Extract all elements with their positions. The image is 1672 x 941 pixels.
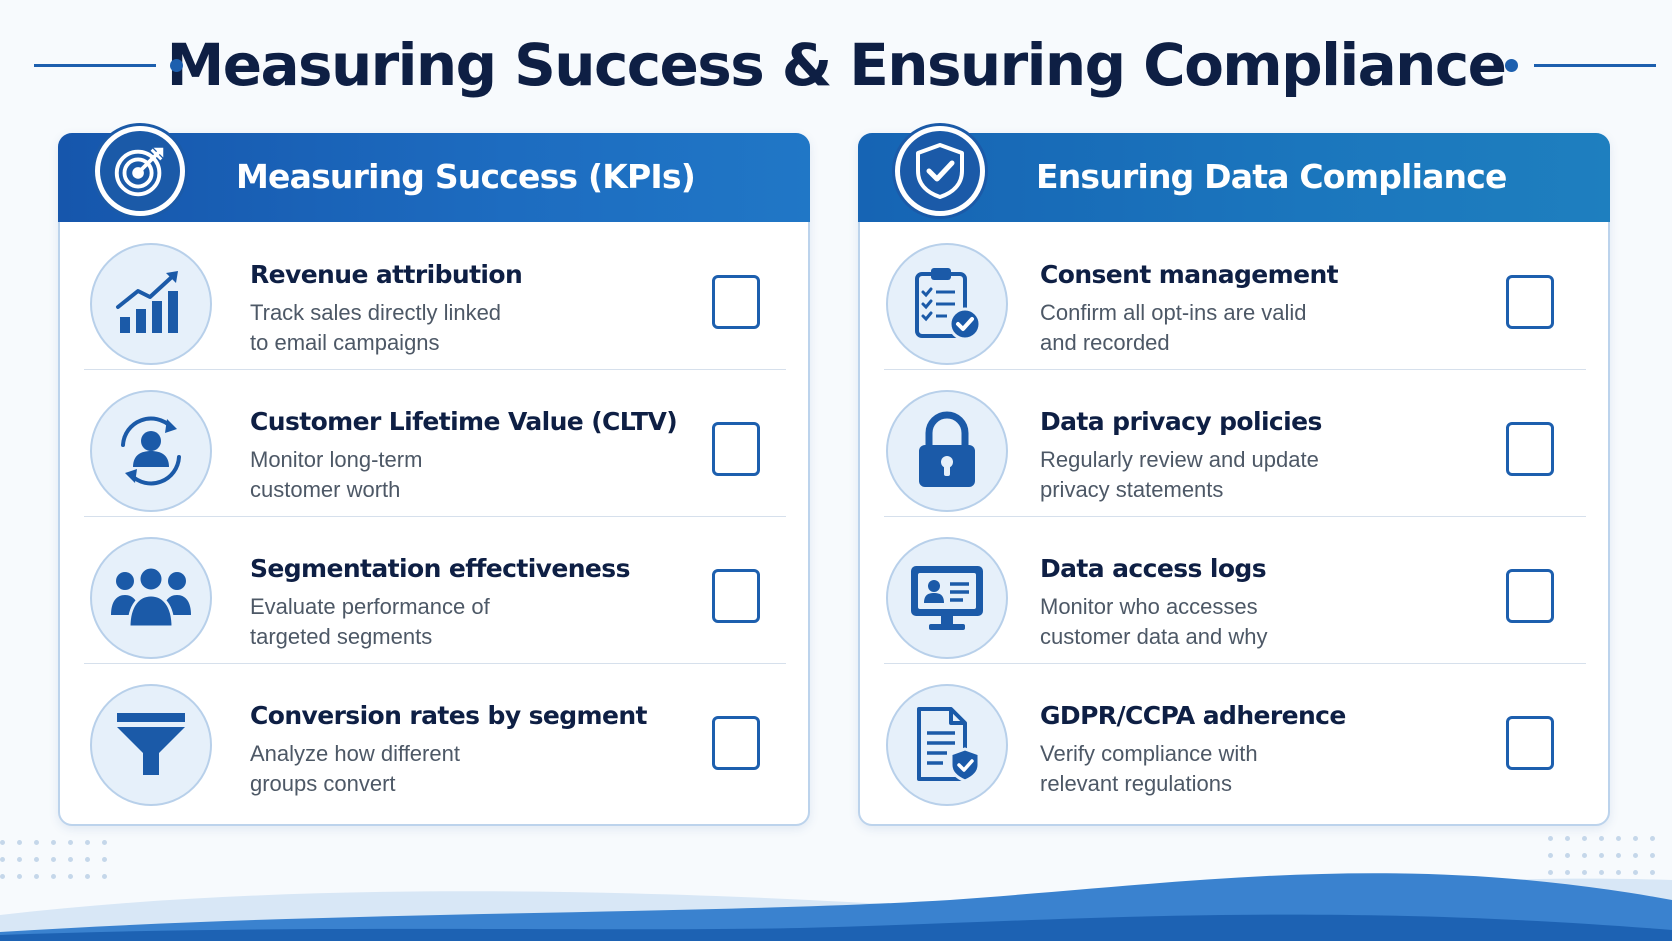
compliance-panel-header: Ensuring Data Compliance	[858, 123, 1610, 222]
compliance-item-description-line: and recorded	[1040, 330, 1170, 355]
compliance-item-data-privacy-policies: Data privacy policies Regularly review a…	[860, 369, 1608, 516]
shield-check-icon	[892, 123, 988, 219]
compliance-panel: Ensuring Data Compliance	[858, 123, 1610, 826]
compliance-item-description-line: customer data and why	[1040, 624, 1268, 649]
compliance-item-title: Data privacy policies	[1040, 407, 1322, 436]
kpi-item-description-line: to email campaigns	[250, 330, 440, 355]
growth-chart-icon	[90, 243, 212, 365]
title-dot-right	[1505, 59, 1518, 72]
funnel-icon	[90, 684, 212, 806]
kpi-item-title: Customer Lifetime Value (CLTV)	[250, 407, 678, 436]
compliance-item-gdpr-ccpa: GDPR/CCPA adherence Verify compliance wi…	[860, 663, 1608, 810]
kpi-item-description: Monitor long-term customer worth	[250, 445, 570, 505]
compliance-item-title: Data access logs	[1040, 554, 1267, 583]
kpi-item-title: Revenue attribution	[250, 260, 523, 289]
kpi-item-description-line: groups convert	[250, 771, 396, 796]
revenue-attribution-checkbox[interactable]	[712, 275, 760, 329]
data-access-logs-checkbox[interactable]	[1506, 569, 1554, 623]
cltv-checkbox[interactable]	[712, 422, 760, 476]
compliance-item-consent-management: Consent management Confirm all opt-ins a…	[860, 222, 1608, 369]
kpi-item-description: Analyze how different groups convert	[250, 739, 570, 799]
customer-cycle-icon	[90, 390, 212, 512]
segmentation-effectiveness-checkbox[interactable]	[712, 569, 760, 623]
kpi-item-description-line: targeted segments	[250, 624, 433, 649]
kpi-item-description-line: Analyze how different	[250, 741, 460, 766]
kpi-item-description: Evaluate performance of targeted segment…	[250, 592, 570, 652]
kpi-panel-title: Measuring Success (KPIs)	[236, 157, 696, 196]
padlock-icon	[886, 390, 1008, 512]
kpi-item-description-line: customer worth	[250, 477, 401, 502]
title-divider-left	[34, 64, 156, 67]
compliance-item-description-line: Confirm all opt-ins are valid	[1040, 300, 1307, 325]
kpi-item-description-line: Evaluate performance of	[250, 594, 490, 619]
compliance-list: Consent management Confirm all opt-ins a…	[860, 222, 1608, 810]
kpi-item-description: Track sales directly linked to email cam…	[250, 298, 570, 358]
kpi-item-description-line: Track sales directly linked	[250, 300, 502, 325]
kpi-item-revenue-attribution: Revenue attribution Track sales directly…	[60, 222, 808, 369]
compliance-item-description-line: Verify compliance with	[1040, 741, 1258, 766]
kpi-item-description-line: Monitor long-term	[250, 447, 423, 472]
clipboard-check-icon	[886, 243, 1008, 365]
compliance-item-description-line: Monitor who accesses	[1040, 594, 1258, 619]
decorative-dots-left	[0, 840, 119, 891]
compliance-item-description: Regularly review and update privacy stat…	[1040, 445, 1370, 505]
gdpr-ccpa-checkbox[interactable]	[1506, 716, 1554, 770]
kpi-item-cltv: Customer Lifetime Value (CLTV) Monitor l…	[60, 369, 808, 516]
compliance-item-data-access-logs: Data access logs Monitor who accesses cu…	[860, 516, 1608, 663]
conversion-rates-checkbox[interactable]	[712, 716, 760, 770]
page-title: Measuring Success & Ensuring Compliance	[166, 31, 1507, 99]
compliance-item-description-line: Regularly review and update	[1040, 447, 1319, 472]
user-group-icon	[90, 537, 212, 659]
data-privacy-policies-checkbox[interactable]	[1506, 422, 1554, 476]
target-icon	[92, 123, 188, 219]
kpi-item-title: Conversion rates by segment	[250, 701, 648, 730]
title-bar: Measuring Success & Ensuring Compliance	[0, 22, 1672, 108]
compliance-item-title: Consent management	[1040, 260, 1339, 289]
decorative-waves	[0, 873, 1672, 941]
kpi-panel: Measuring Success (KPIs) Revenue attribu…	[58, 123, 810, 826]
decorative-dots-right	[1548, 836, 1667, 887]
kpi-list: Revenue attribution Track sales directly…	[60, 222, 808, 810]
kpi-panel-header: Measuring Success (KPIs)	[58, 123, 810, 222]
compliance-item-description: Monitor who accesses customer data and w…	[1040, 592, 1370, 652]
compliance-item-description-line: privacy statements	[1040, 477, 1224, 502]
consent-management-checkbox[interactable]	[1506, 275, 1554, 329]
title-dot-left	[170, 59, 183, 72]
compliance-item-description: Confirm all opt-ins are valid and record…	[1040, 298, 1370, 358]
kpi-item-title: Segmentation effectiveness	[250, 554, 630, 583]
document-shield-icon	[886, 684, 1008, 806]
compliance-item-description-line: relevant regulations	[1040, 771, 1233, 796]
kpi-item-conversion-rates: Conversion rates by segment Analyze how …	[60, 663, 808, 810]
compliance-item-title: GDPR/CCPA adherence	[1040, 701, 1346, 730]
compliance-item-description: Verify compliance with relevant regulati…	[1040, 739, 1370, 799]
compliance-panel-title: Ensuring Data Compliance	[1036, 157, 1507, 196]
kpi-item-segmentation-effectiveness: Segmentation effectiveness Evaluate perf…	[60, 516, 808, 663]
title-divider-right	[1534, 64, 1656, 67]
monitor-id-icon	[886, 537, 1008, 659]
